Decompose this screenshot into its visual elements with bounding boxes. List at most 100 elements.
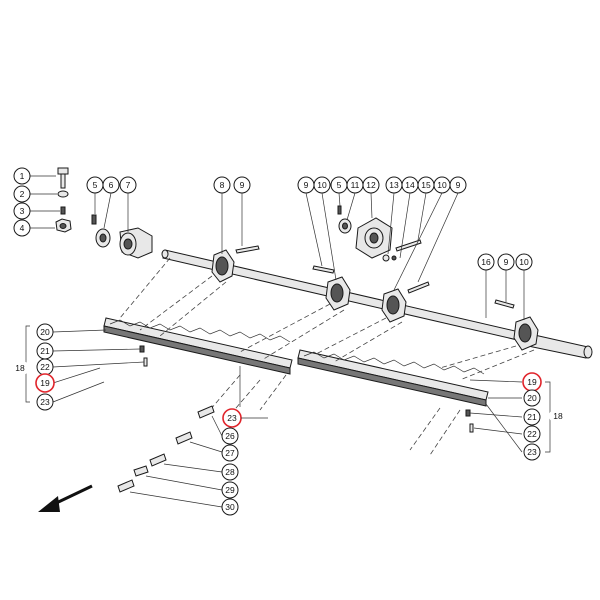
svg-text:10: 10 xyxy=(519,257,529,267)
callout-9d: 9 xyxy=(497,253,515,271)
callout-12: 12 xyxy=(362,176,380,194)
callout-3: 3 xyxy=(13,202,31,220)
svg-text:20: 20 xyxy=(40,327,50,337)
callout-9c: 9 xyxy=(449,176,467,194)
svg-text:19: 19 xyxy=(40,378,50,388)
svg-text:9: 9 xyxy=(456,180,461,190)
callout-left-18: 18 xyxy=(15,361,29,375)
sprocket-mid-right xyxy=(381,288,407,323)
callout-5b: 5 xyxy=(330,176,348,194)
svg-text:21: 21 xyxy=(527,412,537,422)
callout-2: 2 xyxy=(13,185,31,203)
callout-1: 1 xyxy=(13,167,31,185)
rack-bar-left xyxy=(103,317,293,375)
callout-right-21: 21 xyxy=(523,408,541,426)
callout-11: 11 xyxy=(346,176,364,194)
svg-text:28: 28 xyxy=(225,467,235,477)
arrow-down-left-icon xyxy=(38,484,93,512)
callout-right-19-highlighted: 19 xyxy=(522,372,542,392)
svg-text:19: 19 xyxy=(527,377,537,387)
callout-10b: 10 xyxy=(433,176,451,194)
projection-lines xyxy=(119,257,535,456)
sprocket-left xyxy=(211,249,235,283)
svg-text:3: 3 xyxy=(20,206,25,216)
right-group-leaders xyxy=(469,379,551,453)
sprocket-right xyxy=(513,316,539,351)
washer-part xyxy=(57,190,69,198)
callout-26: 26 xyxy=(221,427,239,445)
callout-right-20: 20 xyxy=(523,389,541,407)
clip-parts xyxy=(117,405,223,508)
svg-text:18: 18 xyxy=(15,363,25,373)
svg-text:9: 9 xyxy=(504,257,509,267)
leader-lines xyxy=(221,192,525,320)
callout-10c: 10 xyxy=(515,253,533,271)
nut-part xyxy=(55,218,72,233)
svg-text:22: 22 xyxy=(527,429,537,439)
svg-text:6: 6 xyxy=(109,180,114,190)
svg-text:10: 10 xyxy=(317,180,327,190)
svg-text:15: 15 xyxy=(421,180,431,190)
svg-text:1: 1 xyxy=(20,171,25,181)
svg-text:18: 18 xyxy=(553,411,563,421)
svg-text:4: 4 xyxy=(20,223,25,233)
callout-27: 27 xyxy=(221,444,239,462)
svg-text:9: 9 xyxy=(304,180,309,190)
callout-9b: 9 xyxy=(297,176,315,194)
callout-10a: 10 xyxy=(313,176,331,194)
drive-shaft xyxy=(161,249,593,359)
hub-parts xyxy=(91,192,153,259)
keys xyxy=(235,245,515,309)
rack-bar-right xyxy=(297,349,489,407)
callout-28: 28 xyxy=(221,463,239,481)
svg-text:23: 23 xyxy=(527,447,537,457)
svg-text:10: 10 xyxy=(437,180,447,190)
svg-text:30: 30 xyxy=(225,502,235,512)
bolt-part xyxy=(57,167,69,189)
callout-right-22: 22 xyxy=(523,425,541,443)
svg-text:16: 16 xyxy=(481,257,491,267)
svg-text:2: 2 xyxy=(20,189,25,199)
callout-14: 14 xyxy=(401,176,419,194)
svg-text:8: 8 xyxy=(220,180,225,190)
callout-right-23: 23 xyxy=(523,443,541,461)
svg-text:11: 11 xyxy=(351,180,360,190)
sprocket-mid-left xyxy=(325,276,351,311)
callout-8: 8 xyxy=(213,176,231,194)
callout-4: 4 xyxy=(13,219,31,237)
callout-9a: 9 xyxy=(233,176,251,194)
bearing-unit xyxy=(337,205,422,262)
callout-right-18: 18 xyxy=(549,409,563,423)
small-parts-column xyxy=(30,167,72,233)
callout-29: 29 xyxy=(221,481,239,499)
callout-left-20: 20 xyxy=(36,323,54,341)
callout-15: 15 xyxy=(417,176,435,194)
callout-left-21: 21 xyxy=(36,342,54,360)
svg-text:29: 29 xyxy=(225,485,235,495)
svg-text:20: 20 xyxy=(527,393,537,403)
callout-13: 13 xyxy=(385,176,403,194)
callout-left-19-highlighted: 19 xyxy=(35,373,55,393)
callout-left-23: 23 xyxy=(36,393,54,411)
callout-16: 16 xyxy=(477,253,495,271)
svg-text:13: 13 xyxy=(389,180,399,190)
callout-30: 30 xyxy=(221,498,239,516)
svg-text:26: 26 xyxy=(225,431,235,441)
svg-text:27: 27 xyxy=(225,448,235,458)
svg-text:5: 5 xyxy=(337,180,342,190)
svg-text:23: 23 xyxy=(227,413,237,423)
svg-text:23: 23 xyxy=(40,397,50,407)
callout-middle-23-highlighted: 23 xyxy=(222,408,242,428)
svg-text:5: 5 xyxy=(93,180,98,190)
callout-5a: 5 xyxy=(86,176,104,194)
spring-pin-part xyxy=(60,206,66,215)
callout-left-22: 22 xyxy=(36,358,54,376)
callout-6: 6 xyxy=(102,176,120,194)
svg-text:21: 21 xyxy=(40,346,50,356)
svg-text:14: 14 xyxy=(405,180,415,190)
svg-text:7: 7 xyxy=(126,180,131,190)
svg-text:12: 12 xyxy=(366,180,376,190)
callout-7: 7 xyxy=(119,176,137,194)
svg-text:22: 22 xyxy=(40,362,50,372)
